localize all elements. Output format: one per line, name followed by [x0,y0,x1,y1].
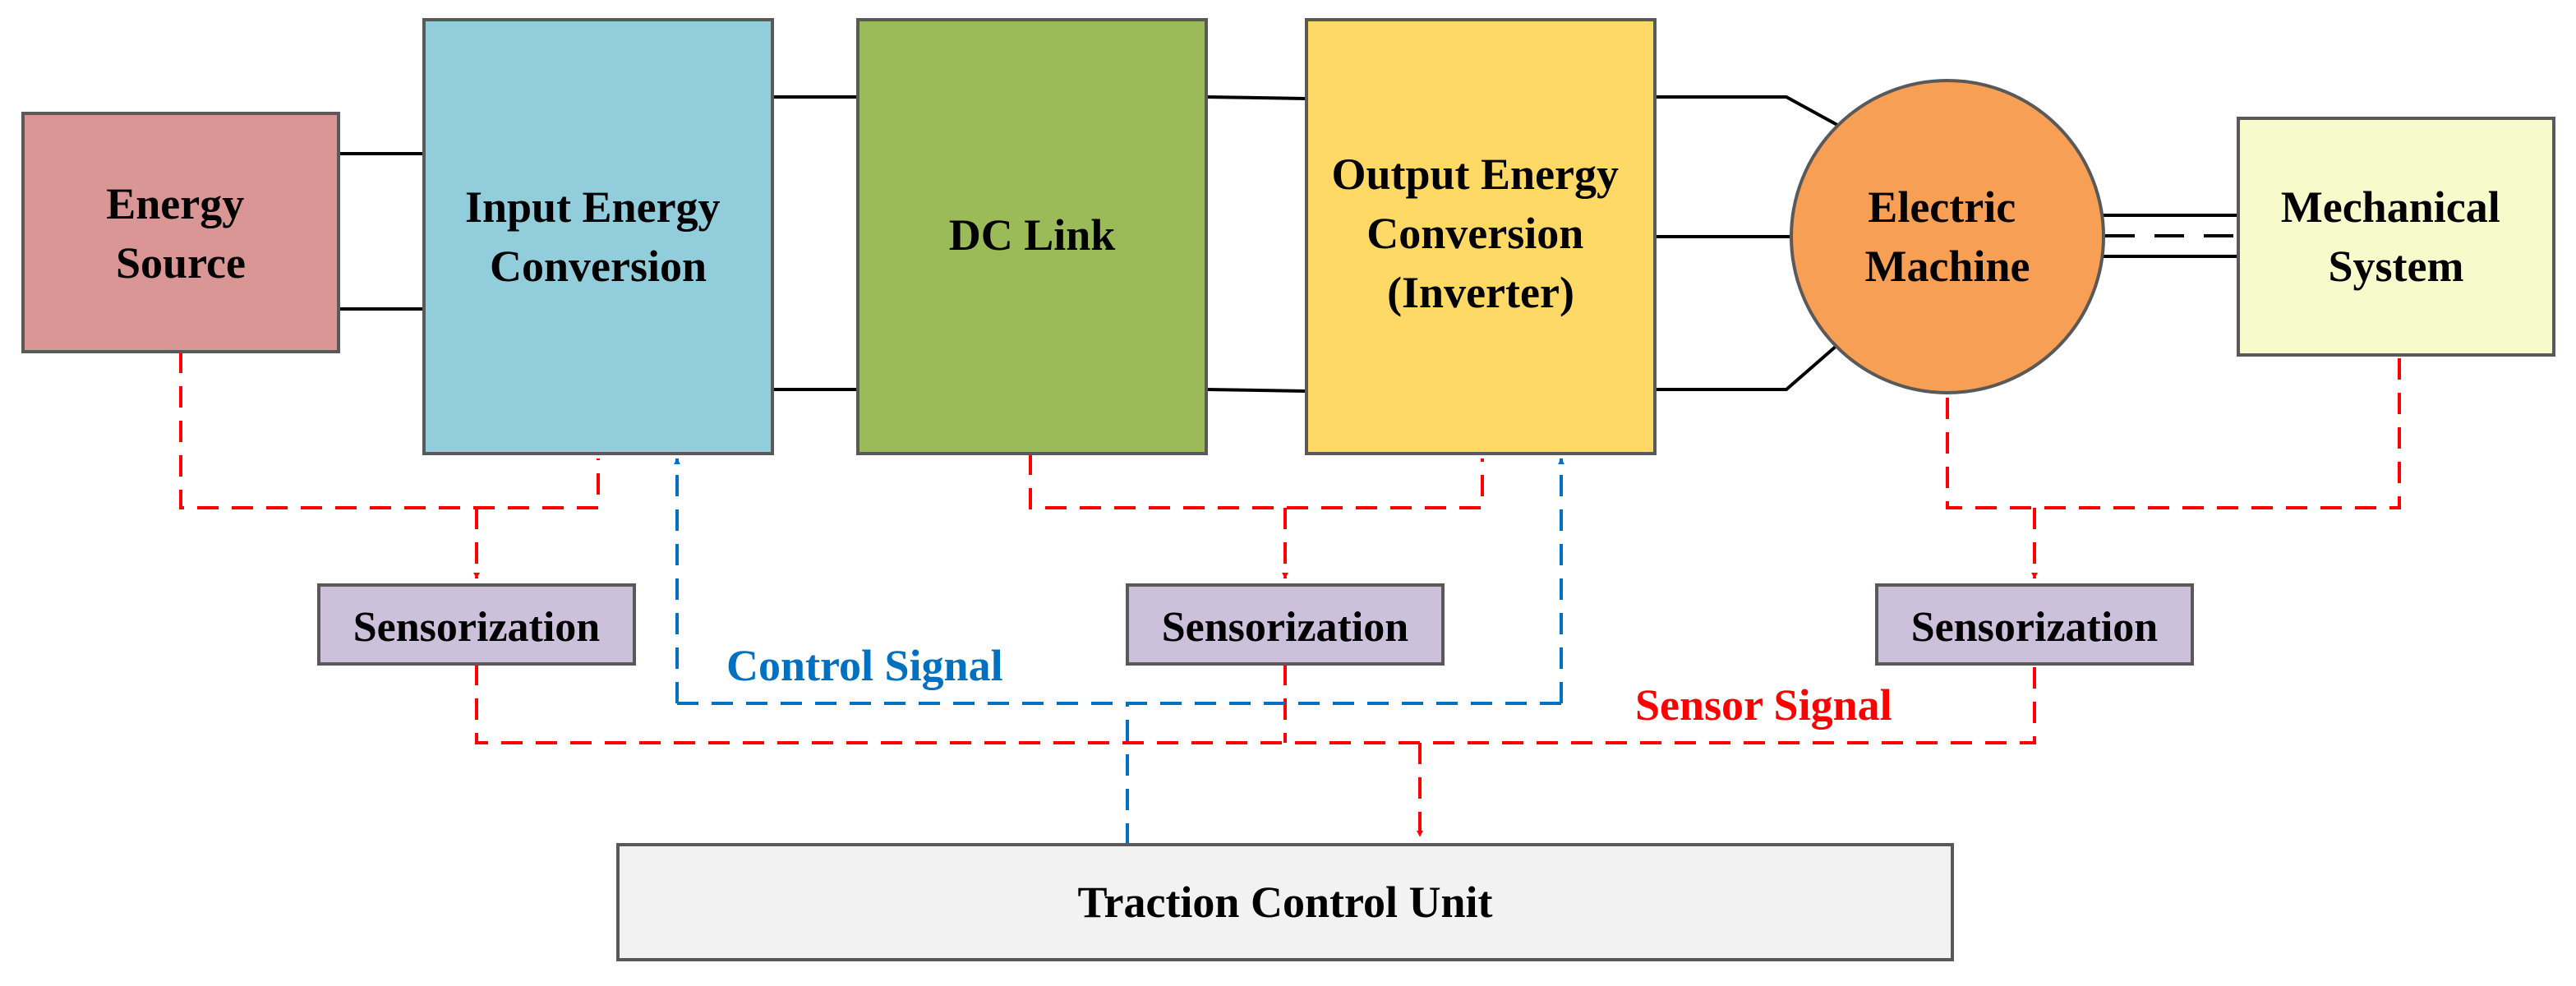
svg-text:Input Energy Conversion: Input Energy Conversion [465,182,731,291]
sensorization-label-1: Sensorization [353,604,601,651]
dc-link-block: DC Link [856,18,1208,455]
sensor-signal-label: Sensor Signal [1635,680,1892,730]
input-conversion-label-line2: Conversion [490,242,707,291]
control-signal-label: Control Signal [726,641,1003,690]
svg-text:Electric Machine: Electric Machine [1865,182,2030,291]
sensorization-block-3: Sensorization [1875,583,2194,666]
output-conversion-label-line1: Output Energy [1331,150,1619,199]
energy-source-label-line1: Energy [106,179,244,228]
electric-machine-label-line2: Machine [1865,242,2030,291]
svg-text:Mechanical System: Mechanical System [2281,182,2511,291]
input-energy-conversion-block: Input Energy Conversion [422,18,774,455]
power-connections [339,95,2238,393]
svg-text:Output Energy Conversion: Output Energy Conversion (Inverter) [1331,150,1629,317]
input-conversion-label-line1: Input Energy [465,182,721,232]
sensorization-block-1: Sensorization [317,583,636,666]
sensorization-label-3: Sensorization [1911,604,2159,651]
svg-text:DC Link: DC Link [949,210,1116,260]
output-energy-conversion-block: Output Energy Conversion (Inverter) [1305,18,1657,455]
electric-machine-label-line1: Electric [1868,182,2016,232]
mechanical-system-block: Mechanical System [2237,117,2555,357]
energy-source-block: Energy Source [21,112,340,353]
output-conversion-label-line3: (Inverter) [1387,268,1574,317]
sensorization-label-2: Sensorization [1162,604,1409,651]
energy-source-label-line2: Source [116,238,246,288]
mechanical-system-label-line1: Mechanical [2281,182,2500,232]
mechanical-system-label-line2: System [2329,242,2464,291]
sensorization-block-2: Sensorization [1126,583,1445,666]
traction-control-unit-block: Traction Control Unit [616,843,1954,961]
dc-link-label: DC Link [949,210,1116,260]
electric-machine-block: Electric Machine [1790,79,2105,394]
svg-text:Energy Source: Energy Source [106,179,256,288]
output-conversion-label-line2: Conversion [1366,209,1583,258]
control-signal-lines [674,458,1564,845]
traction-control-unit-label: Traction Control Unit [1078,878,1493,927]
